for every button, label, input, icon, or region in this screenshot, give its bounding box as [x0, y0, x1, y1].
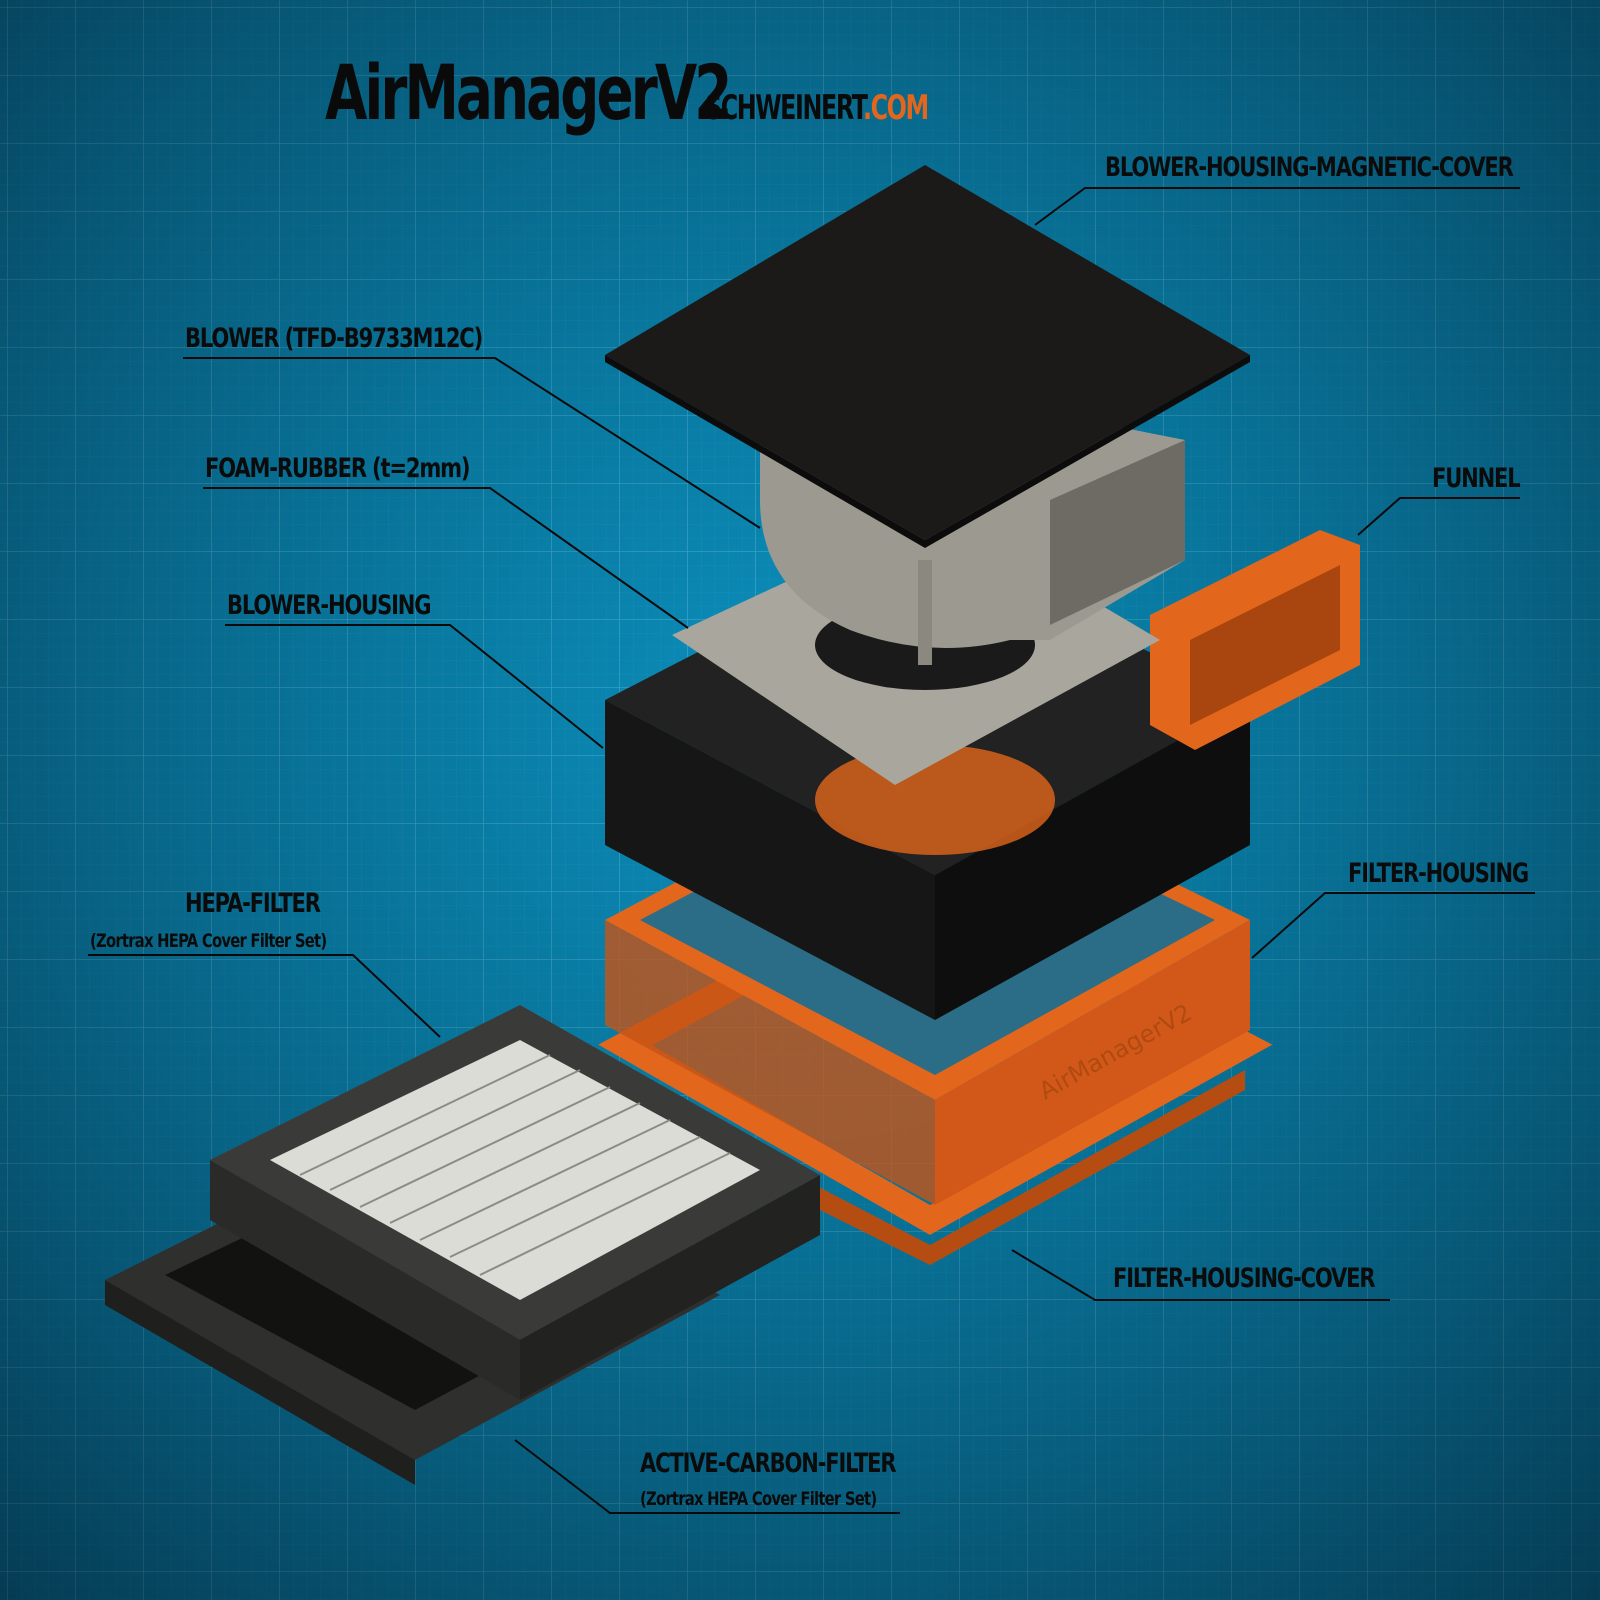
- label-hepa-subtitle: (Zortrax HEPA Cover Filter Set): [90, 930, 327, 952]
- site-name: SCHWEINERT: [705, 88, 864, 128]
- page-title: AirManagerV2: [325, 48, 732, 137]
- blower-housing-magnetic-cover: [605, 165, 1250, 540]
- label-magnetic-cover: BLOWER-HOUSING-MAGNETIC-COVER: [1105, 152, 1514, 183]
- site-domain: .COM: [862, 88, 929, 128]
- label-filter-housing: FILTER-HOUSING: [1348, 858, 1529, 889]
- label-carbon-subtitle: (Zortrax HEPA Cover Filter Set): [640, 1488, 877, 1510]
- label-filter-housing-cover: FILTER-HOUSING-COVER: [1113, 1263, 1376, 1294]
- hepa-filter: [210, 1005, 820, 1400]
- funnel: [1150, 530, 1360, 750]
- label-blower: BLOWER (TFD-B9733M12C): [185, 323, 483, 354]
- leader-lines: [88, 187, 1535, 1514]
- label-blower-housing: BLOWER-HOUSING: [227, 590, 432, 621]
- label-funnel: FUNNEL: [1432, 463, 1521, 494]
- label-foam-rubber: FOAM-RUBBER (t=2mm): [205, 453, 471, 484]
- label-active-carbon-filter: ACTIVE-CARBON-FILTER: [640, 1448, 897, 1479]
- label-hepa-filter: HEPA-FILTER: [185, 888, 321, 919]
- site-brand: SCHWEINERT.COM: [705, 88, 929, 128]
